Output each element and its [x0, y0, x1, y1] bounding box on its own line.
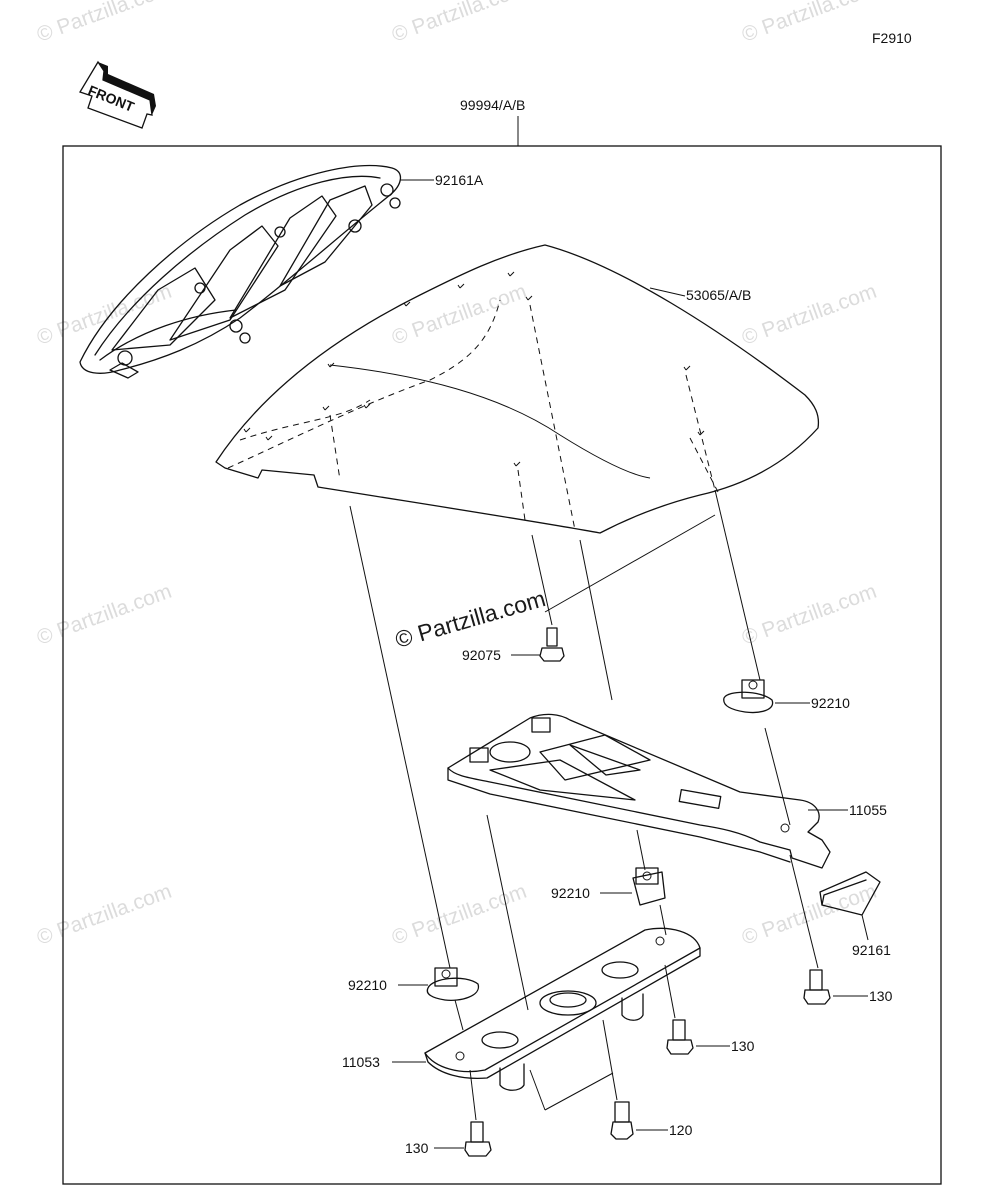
seat-frame-label: 92161A: [435, 172, 484, 188]
bolt-120: [610, 1101, 634, 1140]
watermark: © Partzilla.com: [34, 0, 175, 47]
bolt-130-right: [803, 969, 831, 1005]
watermark: © Partzilla.com: [739, 580, 880, 650]
rubber-pad-label: 92161: [852, 942, 891, 958]
bolt-right-label: 130: [869, 988, 893, 1004]
seat-frame: [79, 165, 402, 379]
bolt-130-left: [464, 1121, 492, 1157]
nut-center-label: 92210: [551, 885, 590, 901]
watermark: © Partzilla.com: [739, 280, 880, 350]
assembly-number: 99994/A/B: [460, 97, 525, 113]
bolt-left-label: 130: [405, 1140, 429, 1156]
watermark: © Partzilla.com: [34, 880, 175, 950]
seat-cover: [215, 244, 820, 534]
assembly-frame: [62, 145, 942, 1185]
rubber-pad-leader: [861, 914, 869, 941]
nut-92210-center: [632, 867, 666, 906]
center-watermark: © Partzilla.com: [392, 585, 548, 653]
screw-92075: [539, 627, 565, 662]
rubber-pad-92161: [819, 871, 881, 916]
seat-cover-label: 53065/A/B: [686, 287, 751, 303]
bracket-upper-label: 11055: [849, 802, 887, 818]
nut-92210-left: [426, 967, 479, 1002]
bracket-11053: [424, 927, 701, 1091]
bracket-lower-label: 11053: [342, 1054, 380, 1070]
nut-92210-right: [723, 679, 774, 714]
nut-right-label: 92210: [811, 695, 850, 711]
bolt-lower-label: 120: [669, 1122, 693, 1138]
watermark: © Partzilla.com: [34, 280, 175, 350]
front-arrow-icon: FRONT: [79, 60, 156, 129]
watermark: © Partzilla.com: [739, 0, 880, 47]
watermark: © Partzilla.com: [389, 280, 530, 350]
screw-top-label: 92075: [462, 647, 501, 663]
seat-cover-leader: [649, 287, 686, 297]
watermark: © Partzilla.com: [389, 0, 530, 47]
figure-code: F2910: [872, 30, 912, 46]
watermark-layer: © Partzilla.com © Partzilla.com © Partzi…: [34, 0, 880, 950]
bolt-130-center: [666, 1019, 694, 1055]
watermark: © Partzilla.com: [389, 880, 530, 950]
bracket-11055: [447, 713, 831, 869]
guide-lines: [329, 304, 819, 1121]
watermark: © Partzilla.com: [34, 580, 175, 650]
nut-left-label: 92210: [348, 977, 387, 993]
bolt-center-label: 130: [731, 1038, 755, 1054]
